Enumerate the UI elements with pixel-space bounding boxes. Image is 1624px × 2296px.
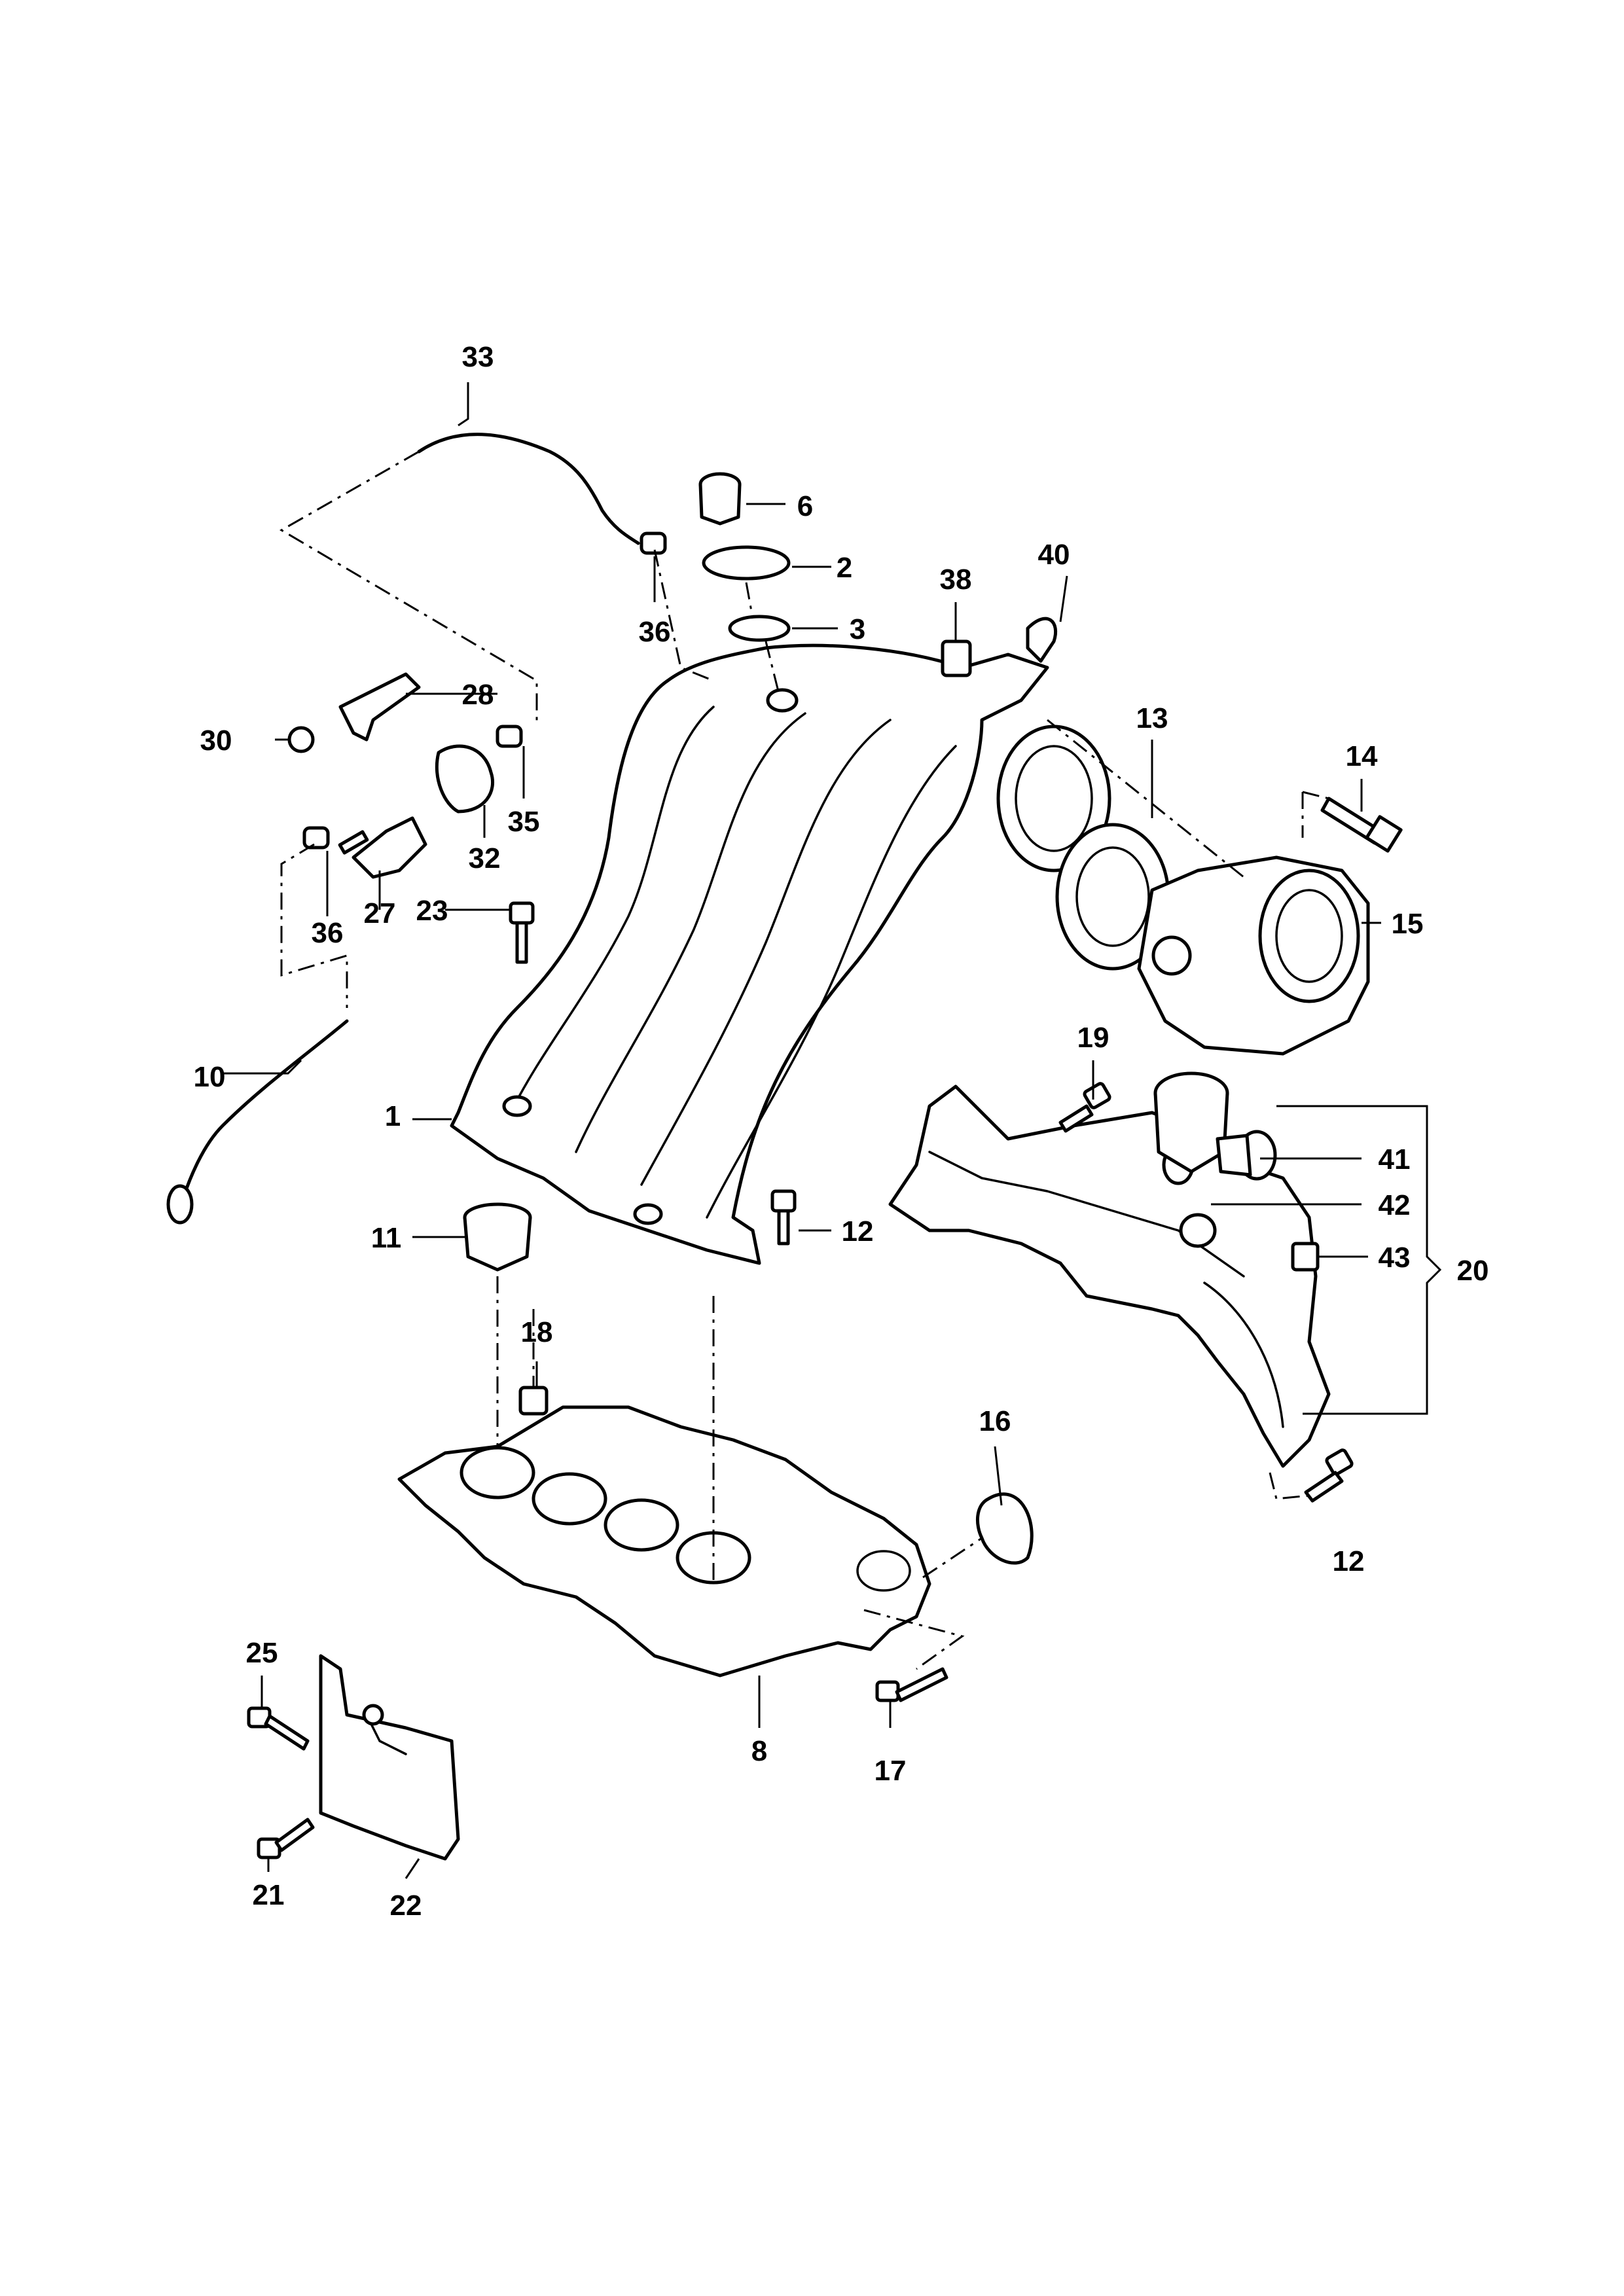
callout-1: 1 [385,1100,401,1132]
callout-3: 3 [850,613,865,645]
callout-27: 27 [364,897,396,929]
lower-manifold-8 [397,1405,931,1677]
callout-8: 8 [751,1735,767,1767]
sensor-27 [338,816,427,879]
callout-28: 28 [462,679,494,711]
clamp-36-upper [640,531,667,555]
gasket-16 [975,1492,1034,1565]
hose-33 [417,433,640,545]
callout-10: 10 [194,1061,226,1093]
valve-41 [1153,1071,1277,1181]
callout-22: 22 [390,1890,422,1922]
washer-3 [728,615,791,642]
bolt-14 [1320,797,1403,853]
intake-manifold [450,643,1111,1265]
callout-43: 43 [1379,1242,1411,1274]
callout-35: 35 [508,806,540,838]
callout-11: 11 [371,1222,402,1254]
assembly-line-hose-33 [280,450,538,726]
fitting-6 [698,472,742,526]
callout-2: 2 [837,552,852,584]
clamp-35 [496,725,523,748]
callout-17: 17 [875,1755,907,1787]
clip-38 [941,639,972,677]
callout-25: 25 [246,1637,278,1669]
callout-18: 18 [521,1316,553,1348]
bracket-28 [338,672,421,742]
nut-18 [518,1386,549,1416]
nipple-11 [463,1202,532,1272]
callout-36-lower: 36 [312,917,344,949]
callout-36-upper: 36 [639,616,671,648]
callout-14: 14 [1346,740,1378,772]
callout-32: 32 [469,842,501,874]
hose-10 [181,1019,349,1200]
callout-19: 19 [1077,1022,1110,1054]
callout-6: 6 [797,490,813,522]
callout-42: 42 [1379,1189,1411,1221]
bolt-12-upper [770,1189,797,1246]
bolt-17 [875,1667,948,1702]
heat-shield-22 [319,1654,460,1861]
callout-23: 23 [416,895,448,927]
callout-15: 15 [1392,908,1424,940]
callout-16: 16 [979,1405,1011,1437]
callout-20: 20 [1457,1255,1489,1287]
washer-2 [702,545,791,581]
screw-30 [287,726,315,753]
throttle-body [1137,855,1370,1056]
callout-30: 30 [200,725,232,757]
callout-38: 38 [940,564,972,596]
bolt-19 [1058,1082,1111,1133]
bracket-32 [435,744,495,814]
callout-12-upper: 12 [842,1215,874,1247]
callout-21: 21 [253,1879,285,1911]
callout-12-lower: 12 [1333,1545,1365,1577]
clip-40 [1026,617,1058,663]
bolt-23 [509,901,535,964]
plug-43 [1291,1242,1320,1272]
bolt-25 [247,1706,310,1751]
bolt-21 [257,1818,315,1859]
callout-13: 13 [1136,702,1168,734]
callout-41: 41 [1379,1143,1411,1175]
callout-33: 33 [462,341,494,373]
bolt-12-lower [1304,1448,1354,1503]
callout-40: 40 [1038,539,1070,571]
clamp-36-lower [302,826,330,850]
